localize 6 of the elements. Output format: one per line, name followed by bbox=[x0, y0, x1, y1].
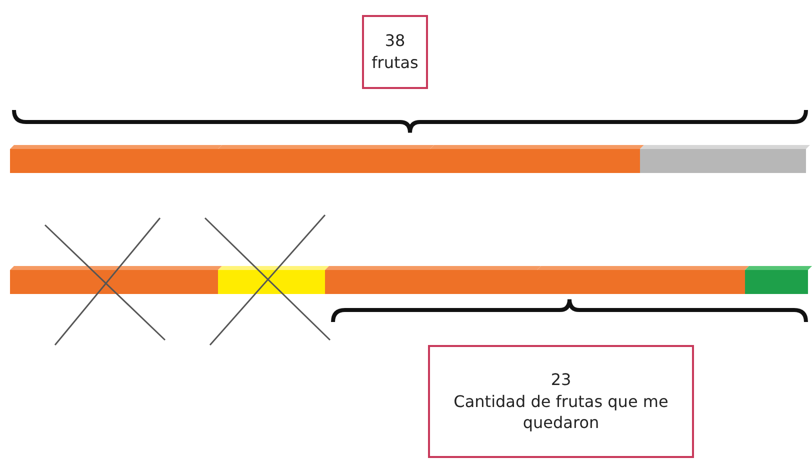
number-label: 23 bbox=[550, 369, 572, 391]
text-box bbox=[362, 15, 428, 89]
text-box bbox=[428, 345, 694, 458]
number-label: 38 bbox=[384, 30, 406, 52]
box-text: Cantidad de frutas que me quedaron bbox=[452, 390, 670, 434]
box-text: frutas bbox=[372, 52, 418, 74]
